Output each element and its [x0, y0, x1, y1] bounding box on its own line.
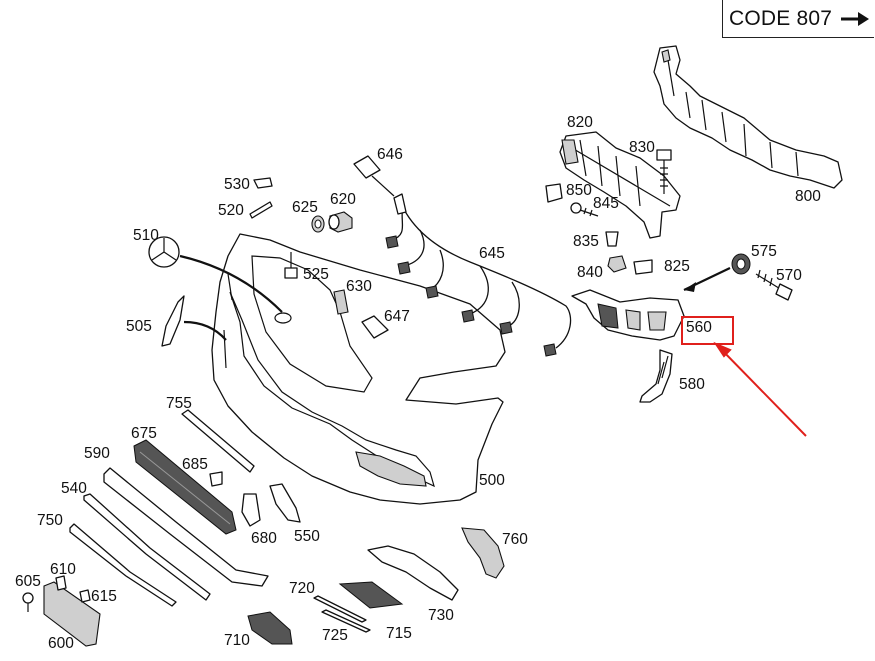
part-500-drawing — [211, 233, 506, 505]
part-760-drawing — [461, 527, 505, 579]
label-500: 500 — [479, 472, 505, 489]
part-505-drawing — [161, 295, 185, 347]
part-710-drawing — [247, 611, 293, 645]
label-647: 647 — [384, 308, 410, 325]
part-835-drawing — [605, 231, 619, 247]
highlight-box-560[interactable] — [681, 316, 734, 345]
part-755-drawing — [181, 409, 255, 473]
part-750-drawing — [69, 523, 177, 607]
part-540-drawing — [83, 493, 211, 601]
label-510: 510 — [133, 227, 159, 244]
part-620-drawing — [328, 211, 353, 233]
label-680: 680 — [251, 530, 277, 547]
part-510-drawing — [148, 236, 180, 268]
part-580-drawing — [639, 349, 673, 403]
arrow-right-icon — [841, 11, 870, 26]
label-820: 820 — [567, 114, 593, 131]
label-750: 750 — [37, 512, 63, 529]
label-600: 600 — [48, 635, 74, 652]
label-575: 575 — [751, 243, 777, 260]
label-590: 590 — [84, 445, 110, 462]
label-710: 710 — [224, 632, 250, 649]
part-610-drawing — [55, 575, 67, 591]
part-647-drawing — [361, 315, 389, 339]
label-550: 550 — [294, 528, 320, 545]
part-645-drawing — [385, 193, 572, 357]
label-560[interactable]: 560 — [686, 319, 712, 336]
label-615: 615 — [91, 588, 117, 605]
part-830-drawing — [656, 149, 672, 194]
label-825: 825 — [664, 258, 690, 275]
part-845-drawing — [570, 202, 599, 217]
part-550-drawing — [269, 483, 301, 523]
label-630: 630 — [346, 278, 372, 295]
part-525-drawing — [284, 252, 298, 279]
label-685: 685 — [182, 456, 208, 473]
label-840: 840 — [577, 264, 603, 281]
part-615-drawing — [79, 589, 91, 603]
label-646: 646 — [377, 146, 403, 163]
part-560-drawing — [571, 289, 685, 341]
label-725: 725 — [322, 627, 348, 644]
label-620: 620 — [330, 191, 356, 208]
part-820-drawing — [559, 131, 681, 239]
label-755: 755 — [166, 395, 192, 412]
part-590-drawing — [103, 467, 269, 587]
part-600-drawing — [43, 581, 101, 647]
part-675-drawing — [133, 439, 237, 535]
label-625: 625 — [292, 199, 318, 216]
label-520: 520 — [218, 202, 244, 219]
label-720: 720 — [289, 580, 315, 597]
part-685-drawing — [209, 471, 223, 487]
label-530: 530 — [224, 176, 250, 193]
label-580: 580 — [679, 376, 705, 393]
label-540: 540 — [61, 480, 87, 497]
label-760: 760 — [502, 531, 528, 548]
label-850: 850 — [566, 182, 592, 199]
label-610: 610 — [50, 561, 76, 578]
part-575-drawing — [731, 253, 751, 275]
label-525: 525 — [303, 266, 329, 283]
label-730: 730 — [428, 607, 454, 624]
part-800-drawing — [653, 45, 843, 189]
part-725-drawing — [321, 609, 371, 633]
part-730-drawing — [367, 545, 459, 601]
part-630-drawing — [333, 289, 349, 315]
part-605-drawing — [22, 592, 34, 612]
pointer-510 — [179, 254, 283, 313]
part-850-drawing — [545, 183, 563, 203]
label-570: 570 — [776, 267, 802, 284]
label-675: 675 — [131, 425, 157, 442]
label-505: 505 — [126, 318, 152, 335]
part-625-drawing — [311, 215, 325, 233]
label-605: 605 — [15, 573, 41, 590]
highlight-arrow-icon — [713, 341, 807, 437]
part-720-drawing — [313, 595, 367, 623]
part-646-drawing — [353, 155, 381, 179]
label-645: 645 — [479, 245, 505, 262]
label-715: 715 — [386, 625, 412, 642]
part-840-drawing — [607, 255, 627, 273]
label-830: 830 — [629, 139, 655, 156]
part-520-drawing — [249, 201, 273, 219]
part-680-drawing — [241, 493, 261, 527]
part-570-drawing — [755, 269, 793, 301]
part-825-drawing — [633, 259, 653, 275]
label-845: 845 — [593, 195, 619, 212]
part-530-drawing — [253, 177, 273, 189]
label-800: 800 — [795, 188, 821, 205]
part-715-drawing — [338, 581, 404, 609]
code-reference-box[interactable]: CODE 807 — [722, 0, 874, 38]
pointer-505 — [183, 320, 227, 341]
code-label: CODE 807 — [729, 6, 833, 30]
label-835: 835 — [573, 233, 599, 250]
